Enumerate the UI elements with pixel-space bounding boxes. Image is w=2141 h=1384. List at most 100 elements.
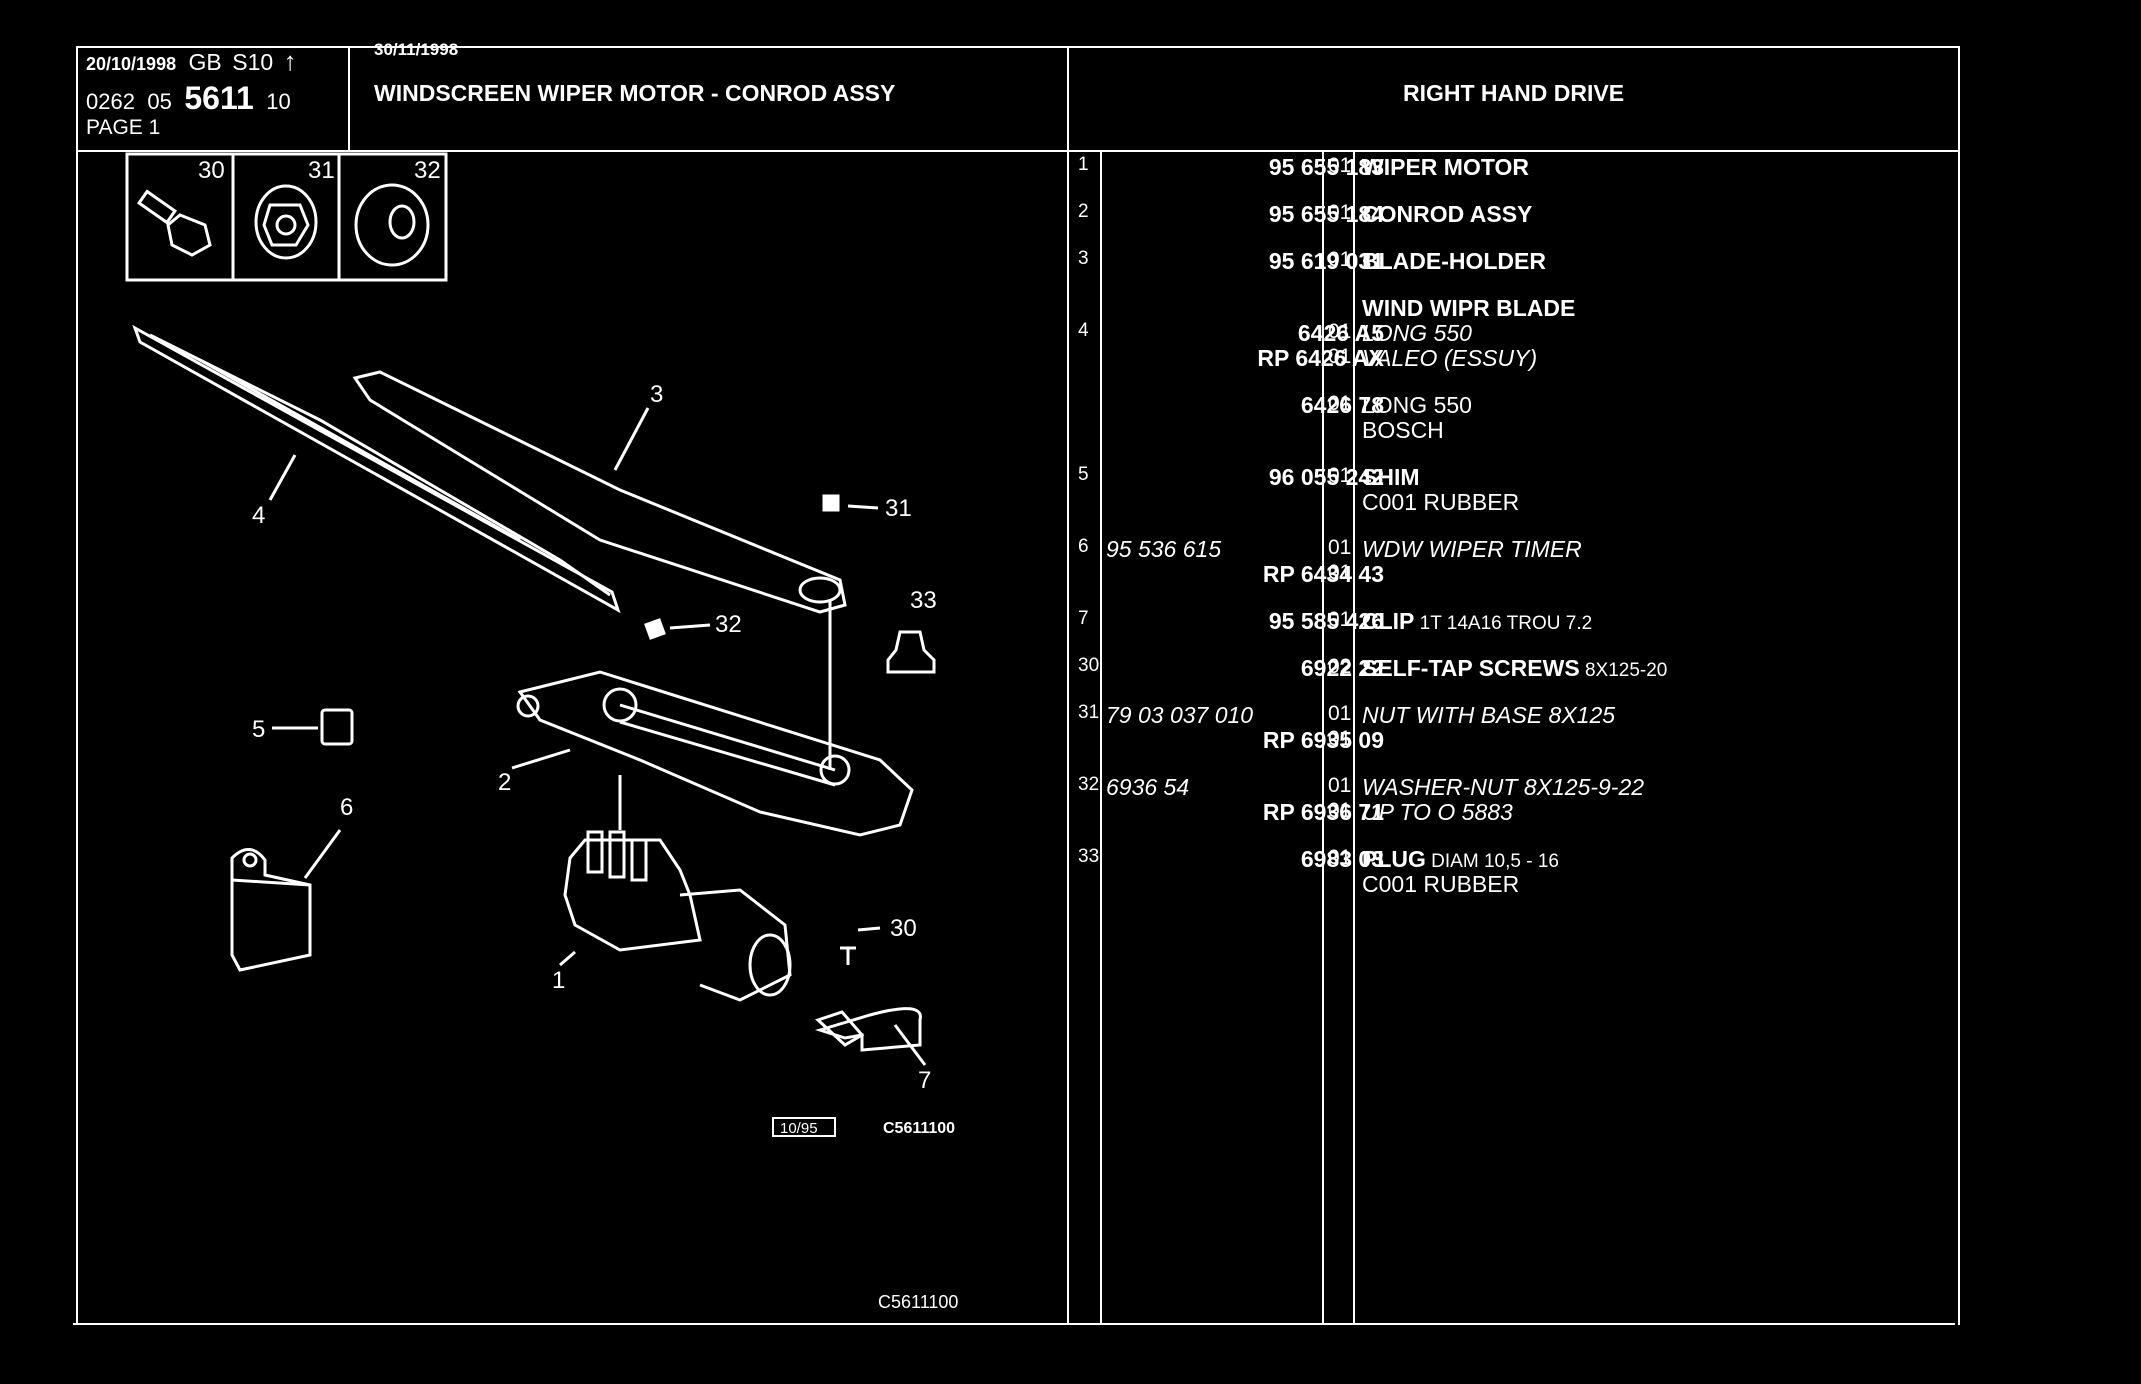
part-index: 4 [1078, 320, 1089, 341]
part-quantity: 01 [1328, 464, 1352, 487]
wiper-blade-icon [132, 324, 621, 614]
part-description: UP TO O 5883 [1362, 799, 1513, 826]
wiper-timer-icon [230, 848, 312, 972]
arrow-up-icon: ↑ [283, 46, 297, 76]
part-description: WIND WIPR BLADE [1362, 295, 1575, 322]
clip-icon [814, 1007, 922, 1052]
shim-5-icon [320, 708, 354, 746]
header-update-date: 30/11/1998 [374, 40, 459, 59]
part-quantity: 01 [1328, 201, 1352, 224]
part-description-text: VALEO (ESSUY) [1362, 345, 1538, 371]
header-divider-small [348, 46, 350, 150]
part-description: LONG 550 [1362, 392, 1472, 419]
callout-6: 6 [340, 794, 353, 821]
part-description-text: SELF-TAP SCREWS [1362, 655, 1580, 681]
callout-1: 1 [552, 967, 565, 994]
washer-32-icon [644, 618, 666, 640]
drive-label: RIGHT HAND DRIVE [1402, 80, 1625, 106]
part-reference: 96 055 242 [1268, 464, 1384, 490]
diagram-code-b: C5611100 [878, 1292, 958, 1312]
part-description: SHIM [1362, 464, 1420, 491]
part-description: WIPER MOTOR [1362, 154, 1529, 181]
part-index: 30 [1078, 655, 1100, 676]
header-ref-a: 0262 [86, 89, 135, 114]
frame-top [78, 46, 1960, 48]
part-description-text: BOSCH [1362, 417, 1444, 443]
part-reference: 6936 54 [1106, 774, 1190, 800]
part-reference: RP 6426 AX [1257, 345, 1384, 371]
part-quantity: 01 [1328, 799, 1352, 822]
part-quantity: 01 [1328, 320, 1352, 343]
callout-7: 7 [918, 1067, 931, 1094]
part-description-text: CLIP [1362, 608, 1415, 634]
part-description: SELF-TAP SCREWS 8X125-20 [1362, 655, 1667, 682]
part-description-text: LONG 550 [1362, 392, 1472, 418]
screw-30-icon [840, 946, 856, 965]
part-index: 1 [1078, 154, 1089, 175]
part-quantity: 02 [1328, 655, 1352, 678]
part-description-suffix: DIAM 10,5 - 16 [1425, 851, 1559, 872]
part-reference: 6426 A5 [1297, 320, 1384, 346]
callout-4: 4 [252, 502, 265, 529]
callout-5: 5 [252, 716, 265, 743]
part-reference: 95 619 031 [1268, 248, 1384, 274]
part-description-text: UP TO O 5883 [1362, 799, 1513, 825]
part-index: 32 [1078, 774, 1100, 795]
nut-icon [254, 184, 318, 260]
part-description: BLADE-HOLDER [1362, 248, 1546, 275]
part-reference: RP 6936 71 [1262, 799, 1384, 825]
part-description-text: C001 RUBBER [1362, 489, 1520, 515]
part-index: 7 [1078, 608, 1089, 629]
inset-label-31: 31 [308, 157, 335, 184]
part-reference: RP 6935 09 [1262, 727, 1384, 753]
part-reference: 6922 22 [1300, 655, 1384, 681]
diagram-code-a: C5611100 [883, 1120, 955, 1137]
part-description-text: CONROD ASSY [1362, 201, 1533, 227]
part-index: 31 [1078, 702, 1100, 723]
main-divider [1067, 46, 1069, 1325]
header-lang: GB [188, 49, 222, 75]
part-description-text: LONG 550 [1362, 320, 1472, 346]
part-quantity: 01 [1328, 154, 1352, 177]
part-description: C001 RUBBER [1362, 871, 1519, 898]
part-quantity: 01 [1328, 774, 1352, 797]
header-ref-c: 5611 [184, 80, 254, 116]
part-description: WDW WIPER TIMER [1362, 536, 1582, 563]
header-ref-d: 10 [266, 89, 291, 114]
part-description-text: WASHER-NUT 8X125-9-22 [1362, 774, 1645, 800]
part-index: 5 [1078, 464, 1089, 485]
part-index: 33 [1078, 846, 1100, 867]
header-divider [78, 150, 1958, 152]
part-reference: 79 03 037 010 [1106, 702, 1254, 728]
part-description: NUT WITH BASE 8X125 [1362, 702, 1615, 729]
part-description-text: PLUG [1362, 846, 1426, 872]
part-description: PLUG DIAM 10,5 - 16 [1362, 846, 1559, 873]
part-quantity: 01 [1328, 561, 1352, 584]
nut-31-icon [822, 494, 840, 512]
part-description-text: WIPER MOTOR [1362, 154, 1529, 180]
callout-3: 3 [650, 381, 663, 408]
inset-label-30: 30 [198, 157, 225, 184]
part-description: C001 RUBBER [1362, 489, 1519, 516]
washer-icon [354, 183, 430, 267]
header-ref-b: 05 [147, 89, 172, 114]
part-quantity: 01 [1328, 392, 1352, 415]
part-index: 6 [1078, 536, 1089, 557]
wiper-motor-icon [563, 775, 792, 1002]
part-reference: 95 655 183 [1268, 154, 1384, 180]
header-date: 20/10/1998 [86, 54, 177, 74]
blade-holder-icon [352, 370, 847, 614]
inset-box-32 [337, 152, 448, 282]
part-quantity: 01 [1328, 846, 1352, 869]
part-description-text: SHIM [1362, 464, 1420, 490]
frame-right [1958, 46, 1960, 1325]
part-reference: RP 6434 43 [1262, 561, 1384, 587]
part-description-suffix: 1T 14A16 TROU 7.2 [1414, 613, 1593, 634]
part-description: CONROD ASSY [1362, 201, 1532, 228]
diagram-date-box: 10/95 [780, 1120, 818, 1137]
part-index: 3 [1078, 248, 1089, 269]
callout-33: 33 [910, 587, 937, 614]
plug-33-icon [886, 630, 936, 674]
part-description-suffix: 8X125-20 [1579, 660, 1668, 681]
callout-30: 30 [890, 915, 917, 942]
